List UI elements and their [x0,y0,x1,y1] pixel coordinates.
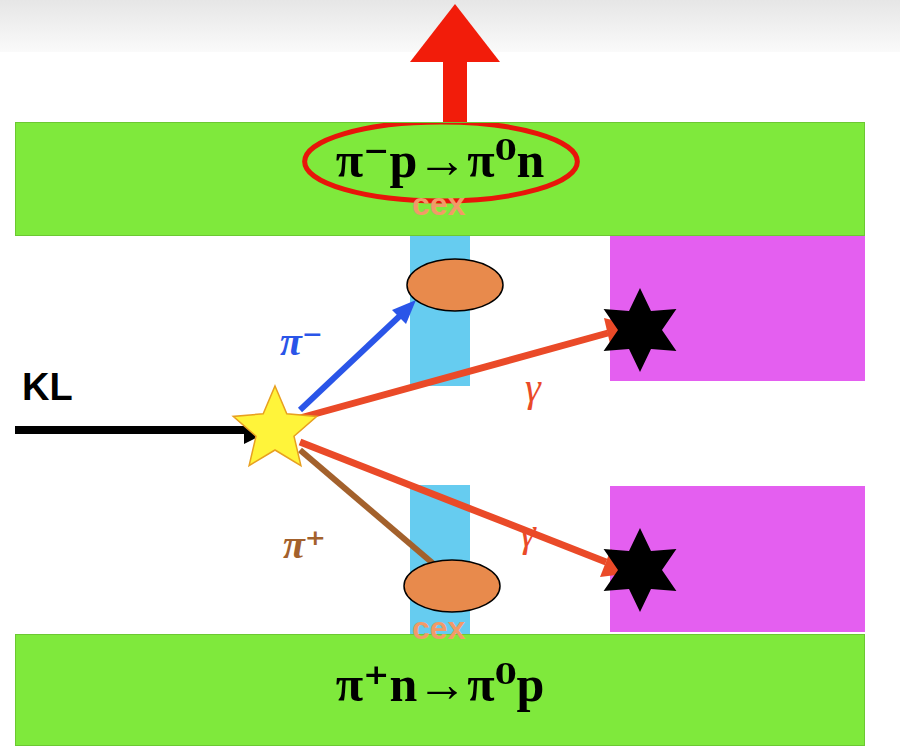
beam-line [15,426,248,434]
conversion-target [404,560,500,612]
reaction-band: π⁺n→π⁰p [15,634,865,746]
decay-vertex-star [233,386,317,466]
reaction-text: π⁺n→π⁰p [336,657,545,712]
beam-label: KL [22,368,73,406]
output-arrow-head [410,4,500,62]
hit-star [604,288,677,372]
particle-label: π⁻ [280,322,323,362]
particle-label: γ [520,513,536,553]
reaction-text: π⁻p→π⁰n [336,133,545,188]
particle-label: γ [525,368,541,408]
hit-star [604,528,677,612]
gamma-track [300,333,608,418]
particle-label: π⁺ [283,525,326,565]
gamma-track [300,442,606,562]
conversion-target [407,259,503,311]
pi-minus-arrowhead [392,300,416,324]
cex-label: cex [412,612,465,644]
cex-label: cex [412,188,465,220]
